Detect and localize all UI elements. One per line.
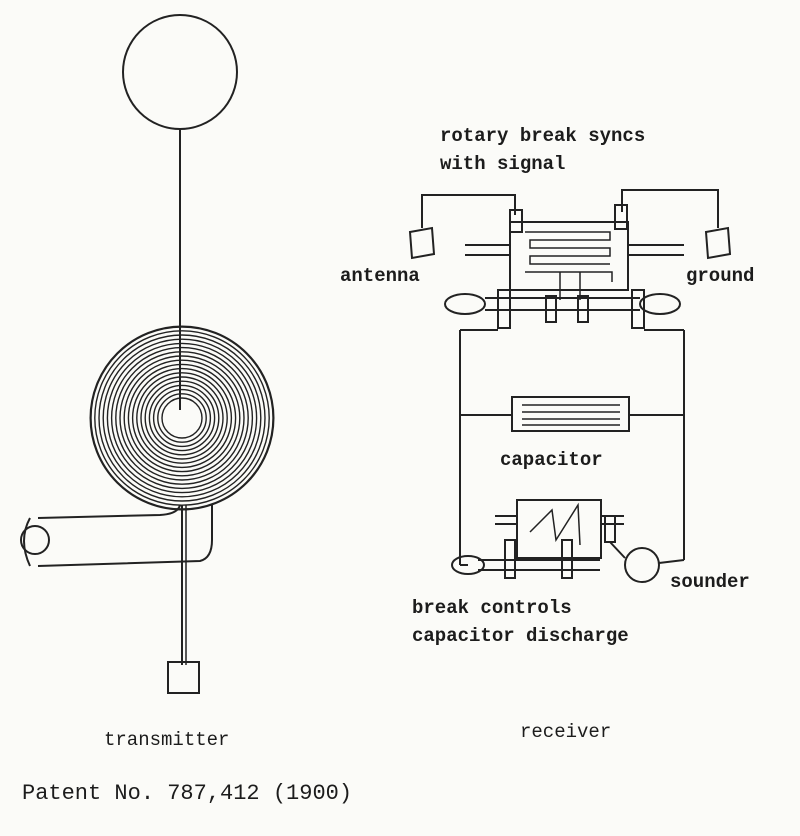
receiver-ground-lead — [621, 189, 719, 228]
transmitter-caption: transmitter — [104, 729, 230, 751]
coil-turn — [148, 384, 216, 452]
coil-turn — [106, 342, 258, 494]
transmitter-crank-loop — [23, 517, 31, 567]
transmitter-ground-plate — [167, 661, 200, 694]
coil-turn — [98, 334, 266, 502]
receiver-terminal-bar — [444, 289, 681, 329]
break-label-line1: break controls — [412, 597, 572, 619]
break-label-line2: capacitor discharge — [412, 625, 629, 647]
sounder-lead-2 — [658, 559, 685, 564]
receiver-antenna-lead — [421, 194, 516, 228]
transmitter-lead-wire — [37, 504, 213, 567]
capacitor-label: capacitor — [500, 449, 603, 471]
antenna-label: antenna — [340, 265, 420, 287]
coil-turn — [119, 355, 245, 481]
coil-turn — [152, 388, 212, 448]
capacitor-component — [511, 396, 630, 432]
coil-turn — [157, 393, 207, 443]
coil-turn — [94, 330, 270, 506]
coil-turn — [89, 325, 275, 511]
sounder-component — [624, 547, 660, 583]
coil-turn — [123, 359, 241, 477]
receiver-drawing — [408, 189, 732, 583]
coil-turn — [161, 397, 203, 439]
rotary-break-label-line2: with signal — [440, 153, 566, 175]
transmitter-crank-ring — [20, 525, 50, 555]
transmitter-top-ball — [122, 14, 238, 130]
coil-turn — [131, 367, 233, 469]
sounder-lead — [609, 541, 626, 559]
receiver-caption: receiver — [520, 721, 612, 743]
coil-turn — [110, 346, 254, 490]
coil-turn — [140, 376, 224, 460]
receiver-antenna-plate — [408, 226, 436, 260]
coil-turn — [127, 363, 237, 473]
receiver-ground-plate — [704, 226, 732, 260]
patent-caption: Patent No. 787,412 (1900) — [22, 781, 353, 806]
break-device — [451, 499, 624, 579]
transmitter-drawing — [20, 14, 275, 694]
receiver-circuit-loop — [459, 329, 685, 565]
coil-turn — [102, 338, 262, 498]
coil-turn — [115, 351, 249, 485]
rotary-break-device — [465, 204, 684, 300]
sounder-label: sounder — [670, 571, 750, 593]
coil-turn — [136, 372, 228, 464]
coil-turn — [144, 380, 220, 456]
ground-label: ground — [686, 265, 755, 287]
rotary-break-label-line1: rotary break syncs — [440, 125, 646, 147]
transmitter-spiral-coil — [89, 325, 275, 511]
